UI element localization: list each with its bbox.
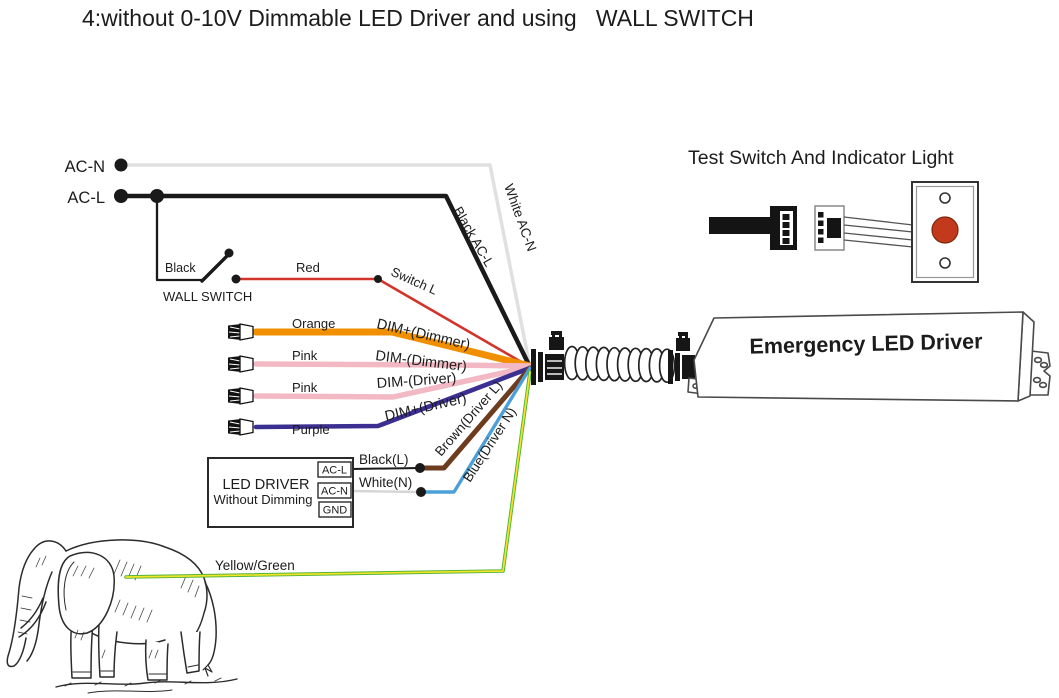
- wire-end-connector: [228, 355, 254, 373]
- wire-switch-branch: [155, 194, 204, 282]
- test-switch-heading: Test Switch And Indicator Light: [688, 147, 954, 169]
- switch-lever-dot: [224, 248, 234, 258]
- label-orange: Orange: [292, 316, 335, 331]
- label-black-l: Black(L): [359, 452, 409, 467]
- test-switch-cable: [709, 217, 771, 234]
- driver-front-face: [693, 311, 1024, 402]
- elephant-trunk-outer: [6, 548, 35, 668]
- test-switch-assembly: Test Switch And Indicator Light: [688, 147, 979, 283]
- wire-blue-driver-n: [419, 366, 532, 494]
- emergency-driver-label: Emergency LED Driver: [749, 329, 983, 358]
- ground-line: [55, 677, 238, 694]
- wire-earth-yellow: [125, 371, 531, 578]
- wire-purple-dim-plus-driver: [253, 365, 533, 430]
- elephant-hind-leg-2: [180, 631, 201, 674]
- wire-brown-driver-l: [417, 365, 533, 471]
- wire-white-n: [349, 489, 423, 494]
- test-button: [931, 216, 959, 244]
- brown-junction-dot: [415, 463, 425, 473]
- label-white-n: White(N): [359, 475, 412, 490]
- label-ac-n: AC-N: [65, 158, 105, 176]
- terminal-dot-ac-l: [114, 189, 128, 203]
- elephant-front-leg-2: [97, 623, 118, 678]
- wire-pink-dim-minus-driver: [253, 364, 533, 400]
- elephant-trunk-inner: [26, 571, 53, 662]
- label-wall-switch: WALL SWITCH: [163, 289, 252, 304]
- elephant-belly: [89, 631, 166, 645]
- wire-black-l: [350, 467, 421, 470]
- elephant-hatching: [35, 555, 200, 659]
- junction-dot-ac-l: [150, 189, 164, 203]
- label-switch-wire-black: Black: [165, 261, 196, 275]
- elephant-tail: [204, 581, 217, 666]
- elephant-head: [33, 540, 67, 552]
- label-pink-2: Pink: [292, 380, 318, 395]
- label-black-ac-l: Black AC-L: [450, 204, 497, 270]
- blue-junction-dot: [416, 487, 426, 497]
- wire-end-connector: [228, 418, 254, 436]
- elephant-ear: [57, 551, 115, 635]
- wire-end-connector: [228, 323, 254, 341]
- flexible-conduit: [563, 345, 676, 384]
- wire-end-connector: [228, 387, 254, 405]
- label-switch-l: Switch L: [389, 264, 440, 298]
- plate-screw-top: [939, 192, 951, 204]
- elephant-illustration: [6, 539, 238, 694]
- led-driver-title: LED DRIVER: [222, 477, 309, 493]
- label-red: Red: [296, 260, 320, 275]
- label-dim-minus-driver: DIM-(Driver): [376, 370, 457, 392]
- wire-orange-dim-plus-dimmer: [252, 328, 534, 370]
- elephant-trunk-wrinkles: [17, 595, 33, 635]
- red-wire-dot: [374, 275, 382, 283]
- wall-switch-lever: [200, 253, 230, 283]
- diagram-labels: AC-N AC-L Black WALL SWITCH Red Switch L…: [65, 158, 540, 573]
- label-ac-l: AC-L: [67, 189, 105, 207]
- plate-screw-bottom: [939, 257, 951, 269]
- wire-white-ac-n: [119, 163, 532, 369]
- page-title: 4:without 0-10V Dimmable LED Driver and …: [82, 5, 754, 31]
- led-driver-box: LED DRIVER Without Dimming AC-L AC-N GND: [207, 457, 354, 528]
- junction-dots: [114, 158, 426, 497]
- switch-contact-dot: [231, 274, 241, 284]
- label-yellow-green: Yellow/Green: [215, 558, 295, 573]
- elephant-hind-leg: [144, 639, 169, 681]
- elephant-ear-inner: [63, 561, 75, 611]
- label-dim-plus-dimmer: DIM+(Dimmer): [375, 316, 472, 353]
- emergency-led-driver: Emergency LED Driver: [687, 311, 1051, 402]
- terminal-label-gnd: GND: [323, 505, 348, 517]
- label-pink-1: Pink: [292, 348, 318, 363]
- elephant-tail-tuft: [202, 664, 213, 677]
- wire-end-connectors: [228, 323, 254, 436]
- terminal-label-ac-l: AC-L: [322, 465, 347, 477]
- label-purple: Purple: [292, 422, 330, 437]
- test-switch-wires: [843, 216, 914, 248]
- elephant-tusk: [18, 597, 47, 638]
- wire-black-ac-l: [118, 193, 533, 370]
- terminal-label-ac-n: AC-N: [321, 486, 348, 498]
- elephant-toe-lines: [72, 664, 199, 675]
- cable-gland-left: [531, 331, 564, 385]
- wire-pink-dim-minus-dimmer: [253, 361, 533, 369]
- terminal-dot-ac-n: [114, 158, 128, 172]
- led-driver-subtitle: Without Dimming: [214, 492, 313, 507]
- cable-gland-right: [668, 332, 695, 384]
